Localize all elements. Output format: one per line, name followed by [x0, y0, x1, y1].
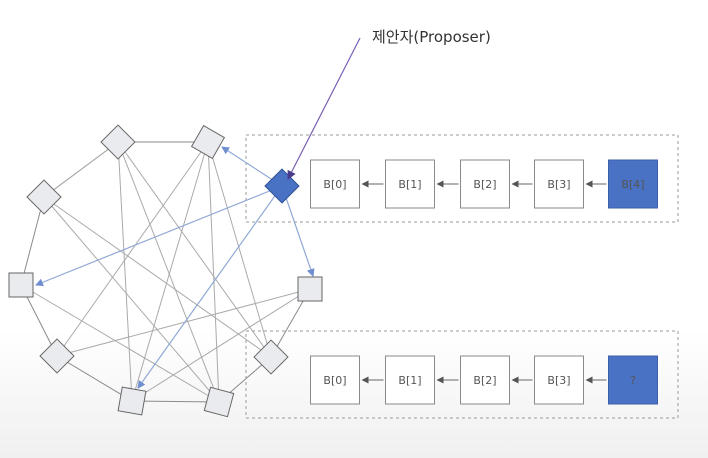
network-node [26, 179, 62, 215]
broadcast-arrow [281, 185, 315, 277]
mesh-edge [56, 288, 311, 357]
bottom-block-2 [460, 355, 510, 405]
network-node [297, 276, 323, 302]
top-block-label-0: B[0] [323, 178, 346, 191]
network-node [100, 124, 136, 160]
network-node [39, 338, 75, 374]
proposer-pointer-line [287, 37, 361, 180]
top-block-3 [534, 159, 584, 209]
bottom-chain-blocks: B[0] B[1] B[2] B[3]? [310, 355, 658, 405]
top-chain-group [245, 134, 679, 223]
mesh-edge [117, 141, 272, 358]
top-block-label-2: B[2] [473, 178, 496, 191]
mesh-edge [207, 141, 220, 403]
broadcast-arrow [35, 185, 283, 287]
proposer-label: 제안자(Proposer) [372, 28, 491, 46]
bottom-block-3 [534, 355, 584, 405]
top-block-label-3: B[3] [547, 178, 570, 191]
mesh-edge [20, 284, 220, 403]
proposer-node [264, 168, 300, 204]
ring-edge [56, 355, 133, 402]
ring-edge [20, 196, 45, 286]
network-node [117, 386, 147, 416]
bottom-block-4 [608, 355, 658, 405]
network-node [190, 124, 226, 160]
bottom-block-label-1: B[1] [398, 374, 421, 387]
top-chain-blocks: B[0] B[1] B[2] B[3] B[4] [310, 159, 658, 209]
mesh-edge [131, 141, 209, 402]
bottom-block-0 [310, 355, 360, 405]
mesh-edge [56, 141, 209, 357]
bottom-chain-group [245, 330, 679, 419]
network-node [253, 339, 289, 375]
mesh-edge [117, 141, 133, 402]
top-block-label-4: B[4] [621, 178, 644, 191]
broadcast-arrow [137, 185, 283, 389]
mesh-edge [43, 196, 220, 403]
mesh-edge [117, 141, 220, 403]
top-block-4 [608, 159, 658, 209]
mesh-edge [207, 141, 272, 358]
bottom-block-label-3: B[3] [547, 374, 570, 387]
mesh-edge [43, 196, 272, 358]
network-node [203, 386, 235, 418]
top-block-1 [385, 159, 435, 209]
bottom-block-label-2: B[2] [473, 374, 496, 387]
network-node [8, 272, 34, 298]
bottom-block-1 [385, 355, 435, 405]
network-nodes [8, 124, 323, 418]
top-block-2 [460, 159, 510, 209]
top-block-label-1: B[1] [398, 178, 421, 191]
ring-edge [131, 400, 220, 403]
mesh-edge [43, 141, 119, 198]
network-edges [20, 141, 311, 403]
mesh-edge [131, 288, 311, 402]
bottom-block-label-4: ? [630, 374, 636, 387]
top-block-0 [310, 159, 360, 209]
bottom-block-label-0: B[0] [323, 374, 346, 387]
